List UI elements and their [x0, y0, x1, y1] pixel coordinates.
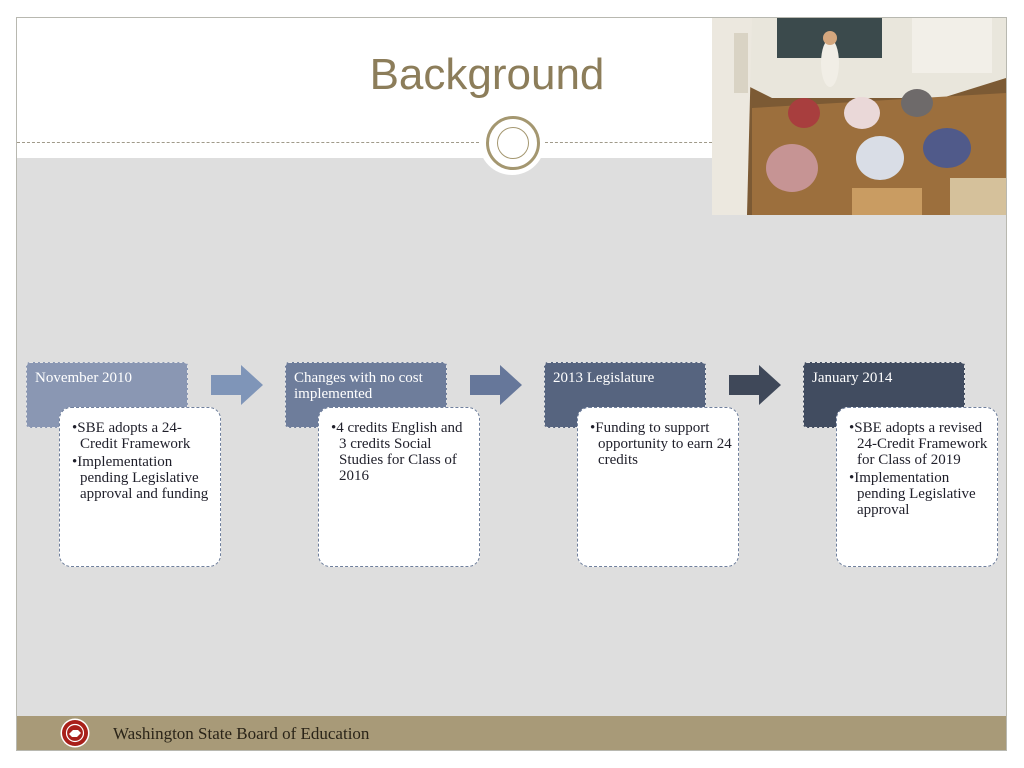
stage-4-bullet-1: SBE adopts a revised 24-Credit Framework… [849, 420, 991, 468]
arrow-right-icon [470, 365, 522, 405]
arrow-right-icon [211, 365, 263, 405]
classroom-photo [712, 18, 1006, 215]
title-area [17, 18, 713, 144]
stage-1-bullet-1: SBE adopts a 24-Credit Framework [72, 420, 214, 452]
stage-3-body: Funding to support opportunity to earn 2… [577, 407, 739, 567]
title-divider-left [17, 142, 479, 143]
stage-4-bullet-2: Implementation pending Legislative appro… [849, 470, 991, 518]
stage-2-bullet-1: 4 credits English and 3 credits Social S… [331, 420, 473, 484]
stage-1-bullet-2: Implementation pending Legislative appro… [72, 454, 214, 502]
footer-org-name: Washington State Board of Education [113, 724, 370, 743]
stage-3-bullet-1: Funding to support opportunity to earn 2… [590, 420, 732, 468]
board-seal-icon [60, 718, 90, 748]
stage-4-body: SBE adopts a revised 24-Credit Framework… [836, 407, 998, 567]
stage-2-body: 4 credits English and 3 credits Social S… [318, 407, 480, 567]
arrow-right-icon [729, 365, 781, 405]
slide-title: Background [369, 50, 605, 99]
footer-bar: Washington State Board of Education [17, 716, 1006, 750]
ring-ornament [486, 116, 540, 170]
title-divider-right [545, 142, 712, 143]
stage-4-header: January 2014 [803, 362, 965, 428]
stage-1-body: SBE adopts a 24-Credit Framework Impleme… [59, 407, 221, 567]
